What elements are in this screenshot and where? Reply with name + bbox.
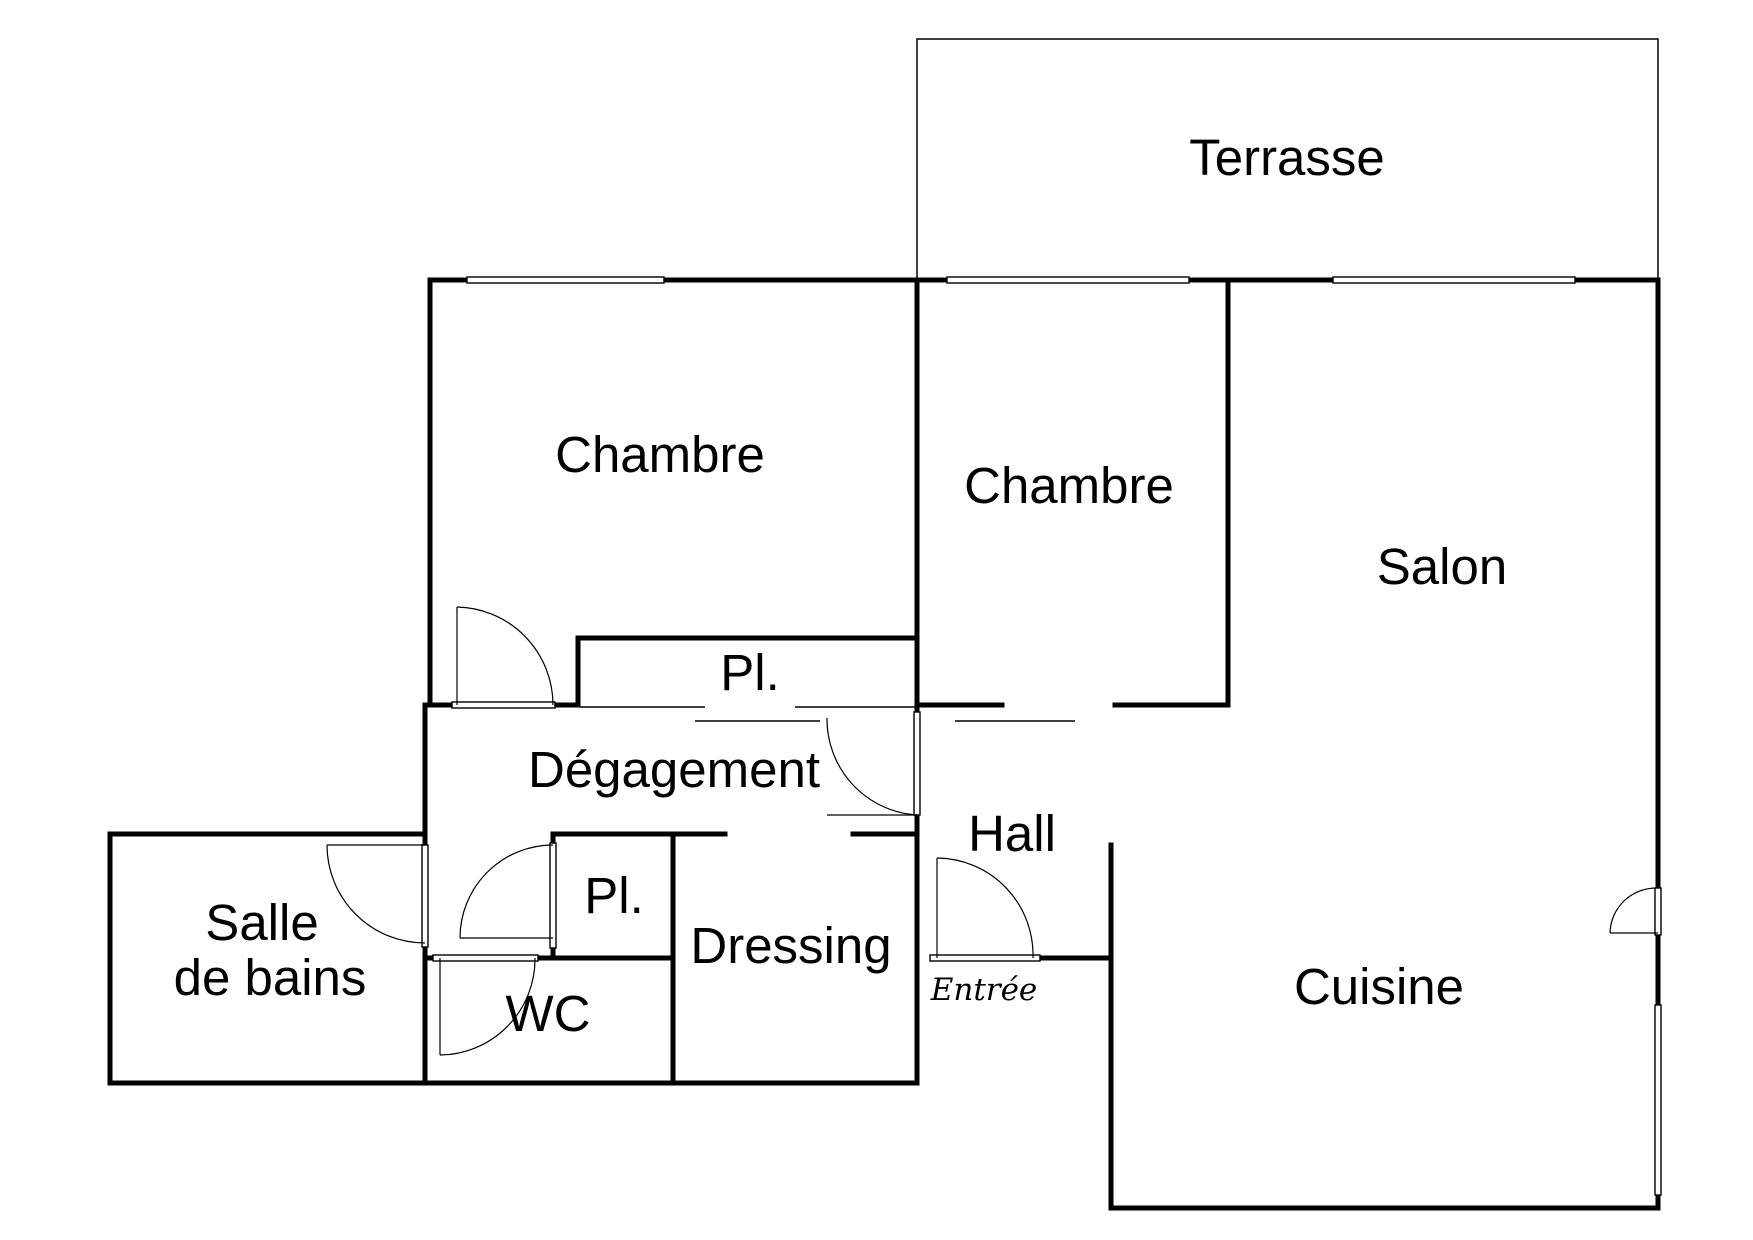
label-wc: WC	[506, 985, 591, 1042]
window-chambre-2	[946, 276, 1190, 284]
label-placard-2: Pl.	[584, 867, 644, 924]
walls	[107, 277, 1661, 1211]
label-degagement: Dégagement	[528, 741, 820, 798]
window-chambre-1	[466, 276, 665, 284]
window-salon	[1332, 276, 1576, 284]
door-cuisine	[1609, 887, 1662, 936]
label-salle-de-bains-line2: de bains	[174, 949, 367, 1006]
terrasse-outline	[916, 38, 1659, 278]
closet-sliding-doors	[580, 706, 1075, 722]
label-cuisine: Cuisine	[1294, 958, 1464, 1015]
label-placard-1: Pl.	[720, 644, 780, 701]
label-hall: Hall	[968, 805, 1056, 862]
label-entree: Entrée	[930, 972, 1038, 1008]
door-chambre-1	[451, 606, 556, 709]
label-salle-de-bains-line1: Salle	[205, 894, 318, 951]
doors	[326, 606, 1662, 1056]
label-chambre-2: Chambre	[964, 457, 1174, 514]
door-salle-de-bains	[326, 844, 429, 948]
label-salon: Salon	[1377, 538, 1507, 595]
windows	[466, 276, 1662, 1196]
label-dressing: Dressing	[690, 917, 891, 974]
door-entree	[929, 857, 1041, 962]
label-chambre-1: Chambre	[555, 426, 765, 483]
door-placard-2	[459, 842, 557, 949]
label-terrasse: Terrasse	[1189, 129, 1385, 186]
room-labels: Terrasse Chambre Chambre Salon Pl. Dégag…	[174, 129, 1508, 1042]
door-wc	[432, 954, 539, 1056]
window-cuisine	[1654, 1004, 1662, 1196]
door-degagement	[826, 711, 921, 816]
